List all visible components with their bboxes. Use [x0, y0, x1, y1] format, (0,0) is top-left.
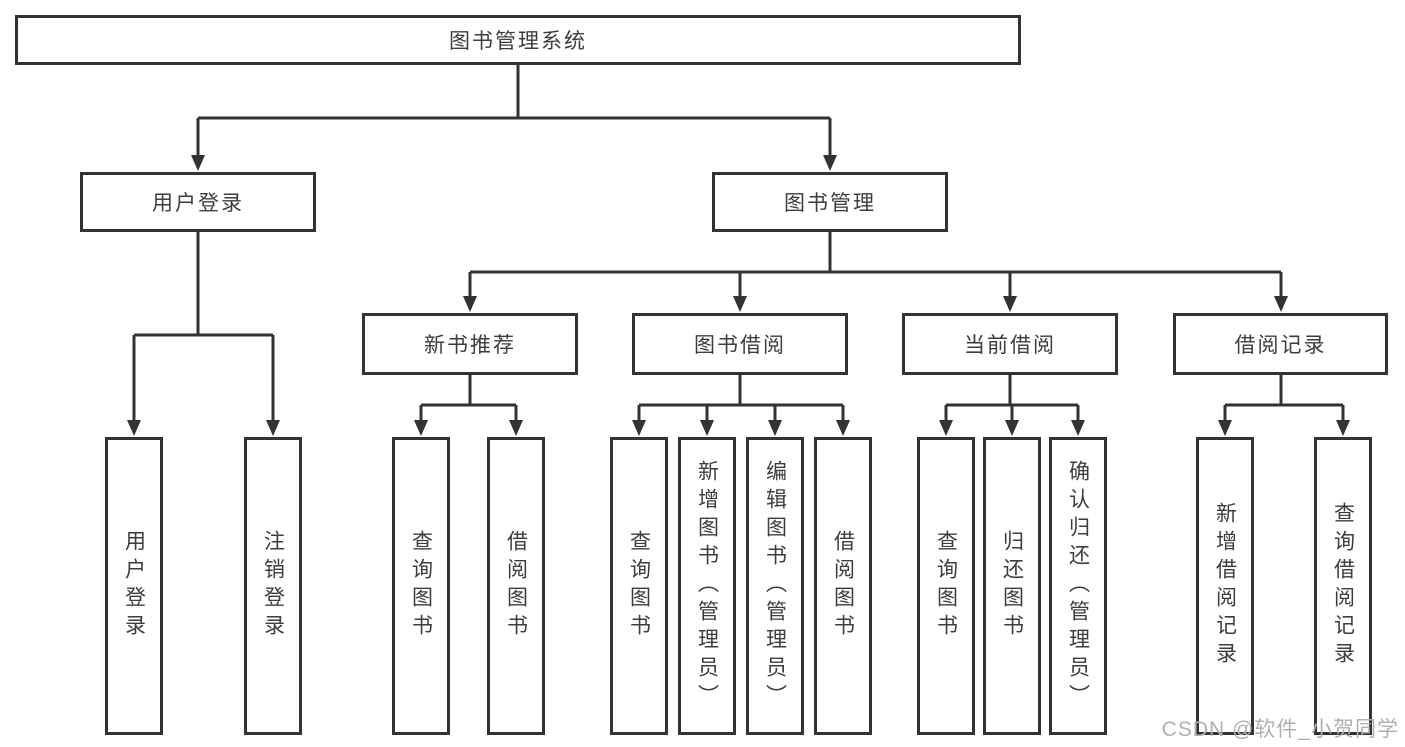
leaf-logout: 注销登录: [244, 437, 302, 735]
node-label: 新增图书（管理员）: [695, 460, 719, 712]
node-user-login: 用户登录: [80, 172, 316, 232]
arrow-icon: [939, 420, 953, 436]
arrow-icon: [823, 155, 837, 171]
node-label: 用户登录: [152, 192, 244, 215]
node-current-borrowing: 当前借阅: [902, 313, 1118, 375]
leaf-user-login: 用户登录: [105, 437, 163, 735]
arrow-icon: [191, 155, 205, 171]
arrow-icon: [768, 420, 782, 436]
arrow-icon: [1274, 296, 1288, 312]
node-label: 查询图书: [934, 530, 958, 642]
node-borrowing-records: 借阅记录: [1173, 313, 1388, 375]
arrow-icon: [1071, 420, 1085, 436]
arrow-icon: [1003, 296, 1017, 312]
watermark: CSDN @软件_小贺同学: [1161, 718, 1399, 741]
node-label: 查询图书: [409, 530, 433, 642]
arrow-icon: [632, 420, 646, 436]
arrow-icon: [266, 420, 280, 436]
node-label: 图书管理: [784, 192, 876, 215]
arrow-icon: [1218, 420, 1232, 436]
node-label: 编辑图书（管理员）: [763, 460, 787, 712]
arrow-icon: [700, 420, 714, 436]
node-label: 注销登录: [261, 530, 285, 642]
connector-root: [196, 65, 832, 156]
node-label: 用户登录: [122, 530, 146, 642]
node-label: 查询图书: [627, 530, 651, 642]
node-label: 新增借阅记录: [1213, 502, 1237, 670]
connector-book-management: [468, 232, 1283, 297]
arrow-icon: [463, 296, 477, 312]
node-label: 图书管理系统: [449, 30, 587, 53]
node-new-book-recommend: 新书推荐: [362, 313, 578, 375]
arrow-icon: [1336, 420, 1350, 436]
node-book-management: 图书管理: [712, 172, 948, 232]
leaf-nb-query-books: 查询图书: [392, 437, 450, 735]
leaf-bb-borrow-books: 借阅图书: [814, 437, 872, 735]
node-label: 借阅记录: [1234, 334, 1327, 357]
node-book-borrowing: 图书借阅: [632, 313, 848, 375]
node-label: 归还图书: [1000, 530, 1024, 642]
connector-borrowing-records: [1223, 375, 1345, 421]
arrow-icon: [733, 296, 747, 312]
arrow-icon: [414, 420, 428, 436]
leaf-bb-query-books: 查询图书: [610, 437, 668, 735]
node-root: 图书管理系统: [15, 15, 1021, 65]
leaf-br-query-record: 查询借阅记录: [1314, 437, 1372, 735]
node-label: 当前借阅: [964, 334, 1056, 357]
leaf-nb-borrow-books: 借阅图书: [487, 437, 545, 735]
leaf-cb-return-books: 归还图书: [983, 437, 1041, 735]
connector-new-book-recommend: [419, 375, 518, 421]
connector-book-borrowing: [637, 375, 845, 421]
node-label: 借阅图书: [504, 530, 528, 642]
arrowheads: [127, 155, 1350, 436]
connector-user-login: [132, 232, 275, 421]
node-label: 借阅图书: [831, 530, 855, 642]
node-label: 新书推荐: [424, 334, 516, 357]
arrow-icon: [127, 420, 141, 436]
arrow-icon: [509, 420, 523, 436]
leaf-br-add-record: 新增借阅记录: [1196, 437, 1254, 735]
node-label: 图书借阅: [694, 334, 786, 357]
leaf-bb-add-books-admin: 新增图书（管理员）: [678, 437, 736, 735]
connector-current-borrowing: [944, 375, 1080, 421]
leaf-cb-confirm-return-admin: 确认归还（管理员）: [1049, 437, 1107, 735]
node-label: 查询借阅记录: [1331, 502, 1355, 670]
arrow-icon: [836, 420, 850, 436]
node-label: 确认归还（管理员）: [1066, 460, 1090, 712]
arrow-icon: [1005, 420, 1019, 436]
leaf-cb-query-books: 查询图书: [917, 437, 975, 735]
leaf-bb-edit-books-admin: 编辑图书（管理员）: [746, 437, 804, 735]
